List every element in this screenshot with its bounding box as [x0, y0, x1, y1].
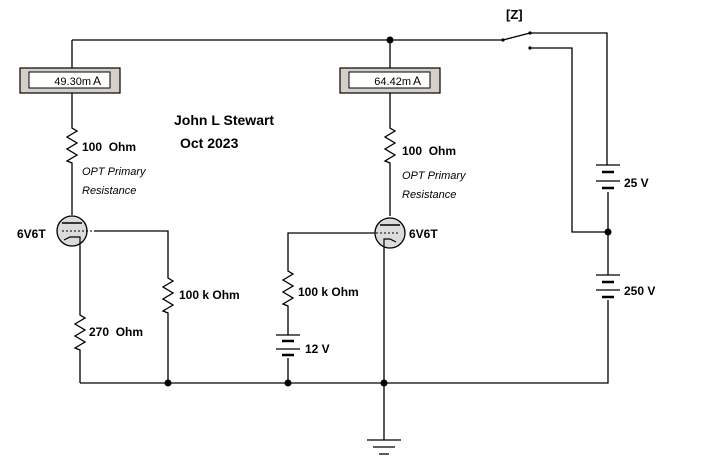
junction-ground-3	[380, 379, 388, 387]
resistor-grid-left	[161, 275, 175, 315]
ammeter-right: 64.42m A	[339, 67, 441, 94]
wires	[71, 32, 609, 440]
junction-ground-2	[284, 379, 292, 387]
tube-left-icon	[56, 215, 94, 247]
ground-icon	[367, 439, 401, 455]
junction-top	[386, 36, 394, 44]
battery-bias-icon	[276, 334, 300, 357]
opt-right-note-1: OPT Primary	[402, 170, 467, 182]
resistor-opt-right	[383, 125, 397, 165]
opt-left-value: 100 Ohm	[82, 140, 136, 154]
battery-high-value: 250 V	[624, 284, 655, 298]
battery-high-icon	[596, 274, 620, 299]
tube-right-icon	[374, 217, 406, 249]
battery-bias-value: 12 V	[305, 342, 330, 356]
battery-low-value: 25 V	[624, 176, 649, 190]
switch-key-label: [Z]	[506, 7, 523, 22]
opt-left-note-2: Resistance	[82, 185, 136, 197]
author-date: Oct 2023	[180, 135, 239, 151]
junction-mid	[604, 228, 612, 236]
resistor-opt-left	[65, 125, 79, 165]
cathode-value: 270 Ohm	[89, 325, 143, 339]
opt-left-note-1: OPT Primary	[82, 166, 147, 178]
ammeter-right-reading: 64.42m	[374, 76, 411, 88]
author-name: John L Stewart	[174, 112, 274, 128]
opt-right-note-2: Resistance	[402, 189, 456, 201]
junctions	[164, 36, 612, 387]
resistor-grid-right	[281, 268, 295, 308]
ammeter-left-unit: A	[93, 74, 101, 88]
grid-right-value: 100 k Ohm	[298, 285, 359, 299]
ammeter-left-reading: 49.30m	[54, 76, 91, 88]
grid-left-value: 100 k Ohm	[179, 288, 240, 302]
tube-left-label: 6V6T	[17, 227, 46, 241]
opt-right-value: 100 Ohm	[402, 144, 456, 158]
resistor-cathode	[73, 312, 87, 352]
spdt-switch[interactable]: [Z]	[501, 7, 532, 50]
battery-low-icon	[596, 164, 620, 190]
ammeter-left: 49.30m A	[19, 67, 121, 94]
tube-right-label: 6V6T	[409, 227, 438, 241]
junction-ground-1	[164, 379, 172, 387]
ammeter-right-unit: A	[413, 74, 421, 88]
